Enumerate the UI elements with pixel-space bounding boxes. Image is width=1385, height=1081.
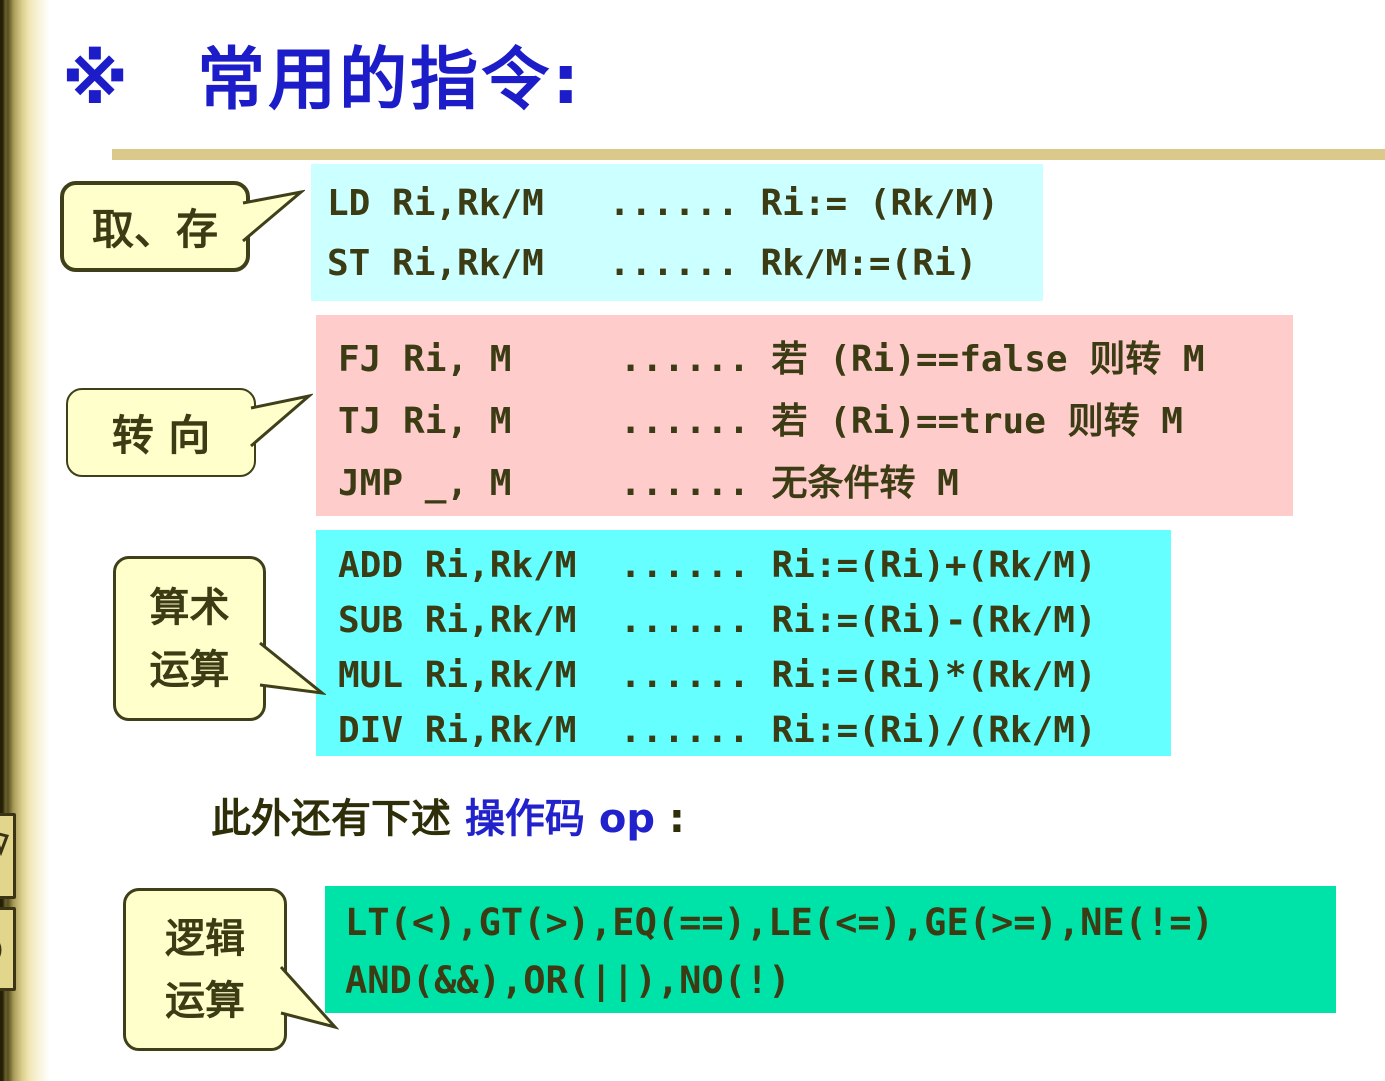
callout-label: 转 向	[111, 411, 211, 460]
circle-icon	[0, 943, 2, 957]
note-suffix: :	[654, 796, 685, 842]
callout-label: 算术	[149, 584, 230, 631]
callout-logic: 逻辑 运算	[123, 888, 339, 1051]
nav-return-button[interactable]	[0, 813, 16, 899]
code-line: ST Ri,Rk/M ...... Rk/M:=(Ri)	[327, 243, 978, 284]
page-title: ※ 常用的指令:	[62, 24, 582, 123]
callout-label: 运算	[149, 646, 230, 693]
callout-jump: 转 向	[66, 388, 313, 477]
code-line: FJ Ri, M ...... 若 (Ri)==false 则转 M	[338, 339, 1205, 380]
code-line: LT(<),GT(>),EQ(==),LE(<=),GE(>=),NE(!=)	[345, 901, 1214, 944]
code-line: TJ Ri, M ...... 若 (Ri)==true 则转 M	[338, 401, 1183, 442]
code-line: LD Ri,Rk/M ...... Ri:= (Rk/M)	[327, 183, 999, 224]
callout-tail-icon	[259, 641, 326, 696]
instruction-box-jump: FJ Ri, M ...... 若 (Ri)==false 则转 M TJ Ri…	[316, 315, 1293, 516]
callout-tail-icon	[242, 189, 305, 243]
note-line: 此外还有下述 操作码 op :	[211, 786, 685, 844]
instruction-box-logic: LT(<),GT(>),EQ(==),LE(<=),GE(>=),NE(!=) …	[325, 886, 1336, 1013]
note-prefix: 此外还有下述	[211, 796, 465, 842]
code-line: SUB Ri,Rk/M ...... Ri:=(Ri)-(Rk/M)	[338, 600, 1097, 641]
code-line: MUL Ri,Rk/M ...... Ri:=(Ri)*(Rk/M)	[338, 655, 1097, 696]
callout-load-store: 取、存	[60, 181, 305, 272]
note-opcode-highlight: 操作码 op	[464, 796, 655, 842]
instruction-box-arithmetic: ADD Ri,Rk/M ...... Ri:=(Ri)+(Rk/M) SUB R…	[316, 530, 1171, 756]
callout-tail-icon	[279, 965, 339, 1030]
callout-arithmetic: 算术 运算	[113, 556, 326, 721]
nav-circle-button[interactable]	[0, 907, 16, 991]
code-line: ADD Ri,Rk/M ...... Ri:=(Ri)+(Rk/M)	[338, 545, 1097, 586]
callout-tail-icon	[250, 393, 313, 448]
callout-label: 逻辑	[165, 915, 245, 962]
code-line: AND(&&),OR(||),NO(!)	[345, 959, 791, 1002]
return-arrow-icon	[0, 832, 9, 857]
title-text: 常用的指令:	[197, 41, 583, 120]
title-divider	[112, 149, 1385, 160]
callout-label: 取、存	[91, 205, 218, 254]
code-line: JMP _, M ...... 无条件转 M	[338, 463, 959, 504]
title-bullet: ※	[62, 41, 132, 120]
slide-edge-decoration	[0, 0, 80, 1081]
instruction-box-load-store: LD Ri,Rk/M ...... Ri:= (Rk/M) ST Ri,Rk/M…	[311, 164, 1043, 301]
code-line: DIV Ri,Rk/M ...... Ri:=(Ri)/(Rk/M)	[338, 710, 1097, 751]
callout-label: 运算	[165, 977, 245, 1024]
